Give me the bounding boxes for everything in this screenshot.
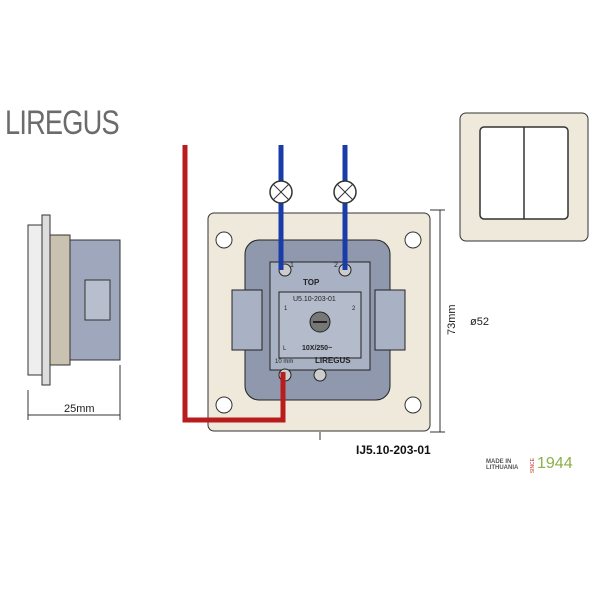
height-dimension: 73mm [446,304,458,335]
wiring [182,145,357,423]
rating-label: 10X/250~ [302,345,333,352]
mechanism-brand: LIREGUS [315,356,351,365]
side-view [27,214,121,420]
strip-length-label: 10 mm [275,359,294,365]
switch-code-label: U5.10-203-01 [293,296,336,303]
contact-1-label: 1 [284,306,288,312]
top-label: TOP [303,278,320,287]
brand-logo: LIREGUS [5,104,120,142]
model-number: IJ5.10-203-01 [356,443,431,457]
mounting-frame [207,212,431,432]
depth-dimension: 25mm [64,403,95,415]
terminal-1-label: 1 [290,262,294,269]
terminal-2-label: 2 [334,262,338,269]
diameter-dimension: ø52 [470,316,489,328]
since-label: SINCE [530,458,536,474]
since-year: 1944 [537,455,573,472]
lamp-icon [269,180,293,204]
lamp-icon [333,180,357,204]
front-view [459,112,589,242]
contact-2-label: 2 [352,306,356,312]
live-label: L [283,346,287,352]
